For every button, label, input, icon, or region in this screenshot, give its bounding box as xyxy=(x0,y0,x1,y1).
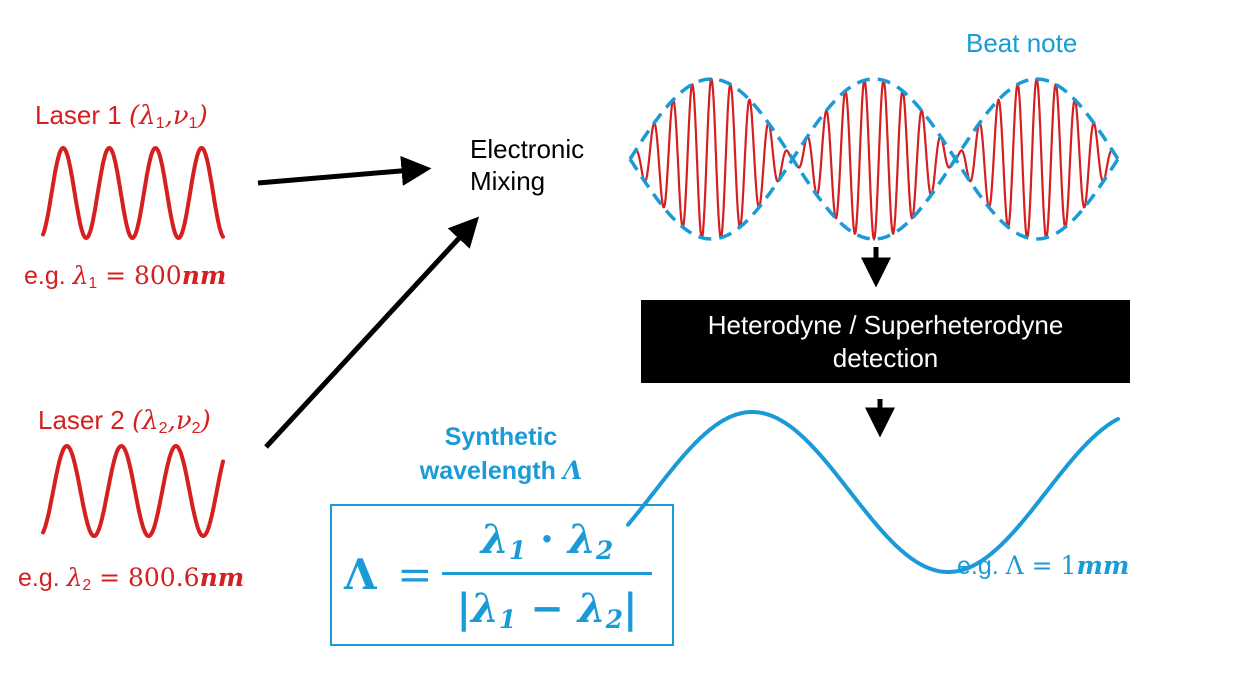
synthetic-wave-icon xyxy=(626,410,1120,574)
synthetic-example-symbol: Λ xyxy=(1005,551,1024,580)
synthetic-line-2-text: wavelength xyxy=(419,457,563,485)
synthetic-line-2: wavelength Λ xyxy=(398,454,604,488)
laser-2-example-prefix: e.g. xyxy=(18,564,67,592)
laser-2-lambda: λ xyxy=(142,406,159,436)
synthetic-example-value: = 1 xyxy=(1023,551,1077,580)
mixing-line-2: Mixing xyxy=(470,166,546,196)
synthetic-symbol: Λ xyxy=(562,456,583,485)
beat-note-envelope-icon xyxy=(628,77,1120,161)
synthetic-example: e.g. Λ = 1mm xyxy=(957,551,1129,581)
laser-2-label: Laser 2 (λ2,ν2) xyxy=(38,405,211,436)
den-sub-2: 2 xyxy=(605,605,623,635)
mixing-label: Electronic Mixing xyxy=(470,133,584,197)
paren-close: ) xyxy=(197,101,208,131)
den-lambda-1: λ xyxy=(471,585,500,632)
laser-1-example-prefix: e.g. xyxy=(24,262,73,290)
num-sub-1: 1 xyxy=(508,536,527,566)
laser-2-title: Laser 2 xyxy=(38,405,132,435)
laser-1-title: Laser 1 xyxy=(35,100,129,130)
beat-note-label: Beat note xyxy=(966,28,1078,58)
formula-lambda-big: Λ xyxy=(344,550,377,599)
laser-2-example-unit: nm xyxy=(199,563,245,592)
formula-equals: = xyxy=(397,550,433,599)
laser-1-example: e.g. λ1 = 800nm xyxy=(24,261,226,291)
laser-2-comma: , xyxy=(167,406,176,436)
formula-lhs: Λ = xyxy=(344,550,432,599)
laser-2-nu: ν xyxy=(175,406,192,436)
laser-1-example-lambda: λ xyxy=(72,261,89,290)
laser-1-label: Laser 1 (λ1,ν1) xyxy=(35,100,208,131)
formula-numerator: λ1 · λ2 xyxy=(442,514,652,566)
laser-1-comma: , xyxy=(164,101,173,131)
formula-fraction: λ1 · λ2 |λ1 − λ2| xyxy=(442,514,652,635)
laser-1-example-unit: nm xyxy=(181,261,227,290)
synthetic-line-1: Synthetic xyxy=(444,423,558,451)
den-abs-open: | xyxy=(456,585,471,632)
laser-1-example-sub: 1 xyxy=(88,274,98,292)
laser-2-example-value: = 800.6 xyxy=(91,563,200,592)
den-sub-1: 1 xyxy=(499,605,517,635)
detection-box: Heterodyne / Superheterodyne detection xyxy=(641,300,1130,383)
laser-1-lambda-sub: 1 xyxy=(155,114,165,133)
laser-2-wave-icon xyxy=(41,444,225,539)
laser-1-nu: ν xyxy=(172,101,189,131)
mixing-line-1: Electronic xyxy=(470,134,585,164)
laser-2-lambda-sub: 2 xyxy=(158,419,168,438)
laser-1-lambda: λ xyxy=(139,101,156,131)
arrow-laser2-to-mixing xyxy=(264,216,480,449)
beat-note-carrier-icon xyxy=(629,77,1119,242)
detection-line-1: Heterodyne / Superheterodyne xyxy=(707,309,1064,340)
den-abs-close: | xyxy=(623,585,638,632)
laser-2-example-sub: 2 xyxy=(82,576,92,594)
den-minus: − xyxy=(516,585,578,632)
laser-2-example: e.g. λ2 = 800.6nm xyxy=(18,563,244,593)
formula-denominator: |λ1 − λ2| xyxy=(442,583,652,635)
paren-open: ( xyxy=(131,406,143,436)
formula-box: Λ = λ1 · λ2 |λ1 − λ2| xyxy=(330,504,674,646)
beat-note-envelope-icon xyxy=(628,157,1120,241)
synthetic-example-prefix: e.g. xyxy=(957,552,1006,580)
laser-1-nu-sub: 1 xyxy=(188,114,198,133)
synthetic-wavelength-label: Synthetic wavelength Λ xyxy=(398,420,604,488)
formula-fraction-bar xyxy=(442,572,652,575)
num-lambda-1: λ xyxy=(480,516,509,563)
paren-open: ( xyxy=(128,101,140,131)
paren-close: ) xyxy=(200,406,211,436)
arrow-laser1-to-mixing xyxy=(257,155,432,186)
detection-line-2: detection xyxy=(832,342,939,373)
laser-1-wave-icon xyxy=(41,145,225,241)
laser-2-nu-sub: 2 xyxy=(191,419,201,438)
num-dot: · xyxy=(526,516,568,563)
num-lambda-2: λ xyxy=(567,516,596,563)
num-sub-2: 2 xyxy=(595,536,614,566)
laser-1-example-value: = 800 xyxy=(97,261,182,290)
den-lambda-2: λ xyxy=(577,585,606,632)
synthetic-example-unit: mm xyxy=(1076,551,1130,580)
laser-2-example-lambda: λ xyxy=(66,563,83,592)
